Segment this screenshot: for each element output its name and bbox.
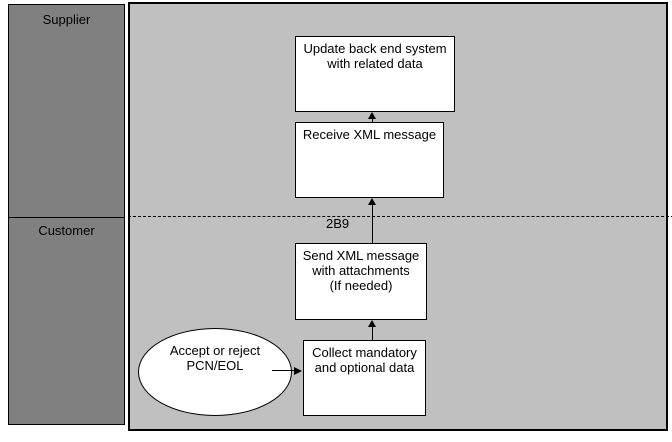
arrow-shaft-start-to-collect xyxy=(272,370,295,371)
arrow-head-start-to-collect xyxy=(294,367,302,375)
arrow-shaft-collect-to-send xyxy=(372,327,373,340)
lane-label-supplier: Supplier xyxy=(42,12,91,27)
lane-divider-line xyxy=(9,217,124,218)
node-update-back-end-system: Update back end system with related data xyxy=(295,36,455,112)
node-collect-mandatory-data: Collect mandatory and optional data xyxy=(303,340,426,416)
node-receive-xml-message: Receive XML message xyxy=(295,122,444,198)
diagram-canvas: 2B9 Update back end system with related … xyxy=(128,2,672,431)
lane-label-customer: Customer xyxy=(38,223,95,238)
node-send-xml-message: Send XML message with attachments (If ne… xyxy=(295,243,427,320)
lane-boundary-dashed-line xyxy=(128,216,672,217)
arrow-shaft-send-to-receive xyxy=(372,205,373,243)
lane-header-column: Supplier Customer xyxy=(8,4,125,425)
arrow-head-collect-to-send xyxy=(368,320,376,327)
arrow-head-send-to-receive xyxy=(368,198,376,205)
arrow-head-receive-to-update xyxy=(368,112,376,119)
arrow-shaft-receive-to-update xyxy=(372,119,373,122)
node-start-accept-or-reject: Accept or reject PCN/EOL xyxy=(138,328,292,416)
boundary-label-2b9: 2B9 xyxy=(326,216,350,231)
